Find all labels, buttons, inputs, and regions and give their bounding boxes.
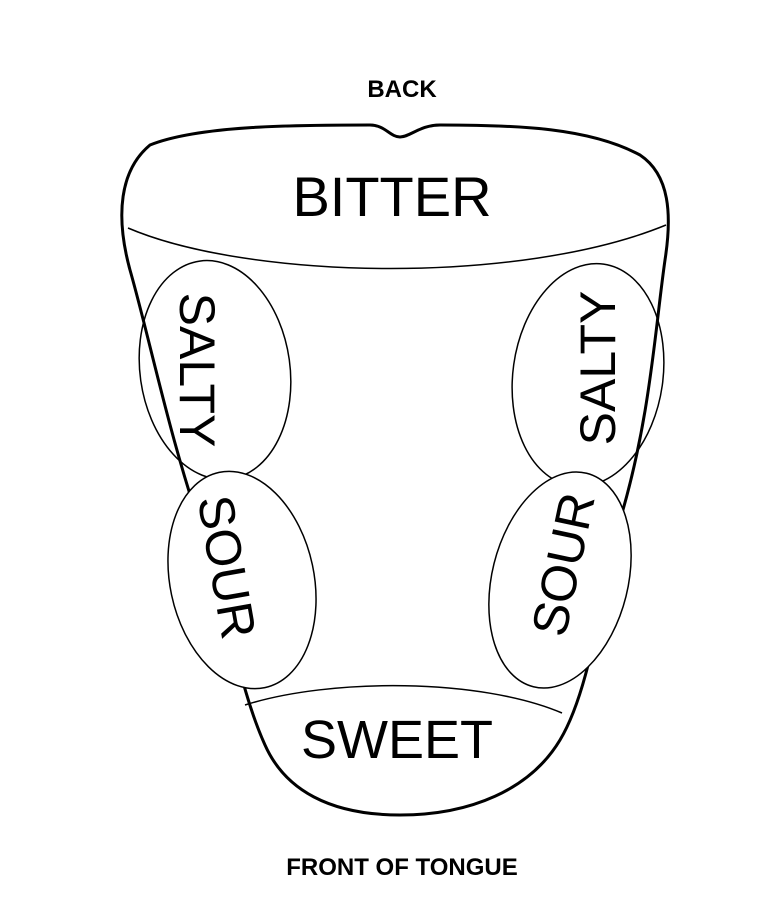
label-sweet: SWEET [301,710,493,770]
sweet-divider [244,684,563,714]
label-salty-right: SALTY [570,291,626,446]
sour-right-zone [488,471,632,689]
label-bitter: BITTER [292,165,491,228]
label-front: FRONT OF TONGUE [286,854,518,881]
label-salty-left: SALTY [169,293,225,448]
sour-left-zone [167,470,317,690]
bitter-divider [127,224,667,270]
label-back: BACK [367,76,437,103]
